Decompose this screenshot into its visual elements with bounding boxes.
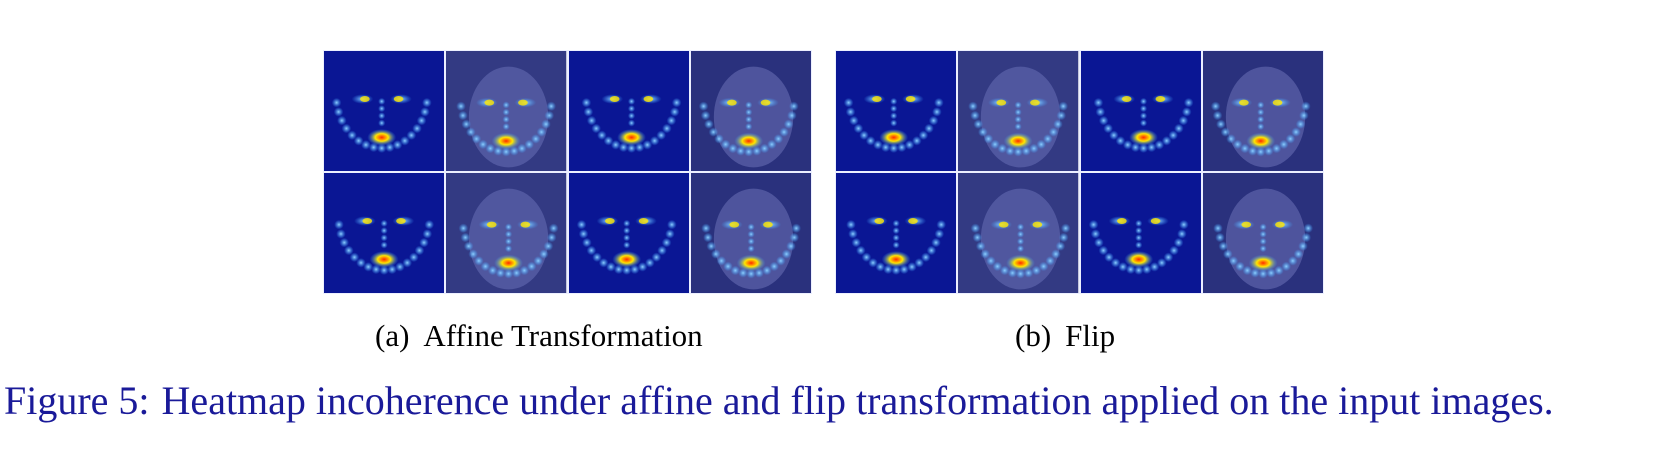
subcaption-flip: (b) Flip [1015, 318, 1115, 354]
heatmap-image [323, 50, 446, 172]
face-heatmap-overlay-image [689, 50, 812, 172]
subcaption-affine: (a) Affine Transformation [375, 318, 703, 354]
heatmap-image [1079, 172, 1202, 294]
subcaption-title: Affine Transformation [423, 318, 703, 353]
face-heatmap-overlay-image [689, 172, 812, 294]
figure-panel-affine [323, 50, 812, 294]
figure-caption-text: Heatmap incoherence under affine and fli… [161, 378, 1554, 423]
face-heatmap-overlay-image [1201, 50, 1324, 172]
figure-caption: Figure 5:Heatmap incoherence under affin… [4, 375, 1634, 427]
subcaption-label: (b) [1015, 318, 1052, 353]
heatmap-image [567, 50, 690, 172]
heatmap-image [835, 50, 958, 172]
face-heatmap-overlay-image [1201, 172, 1324, 294]
face-heatmap-overlay-image [957, 50, 1080, 172]
heatmap-image [835, 172, 958, 294]
face-heatmap-overlay-image [957, 172, 1080, 294]
subcaption-label: (a) [375, 318, 410, 353]
heatmap-image [1079, 50, 1202, 172]
face-heatmap-overlay-image [445, 50, 568, 172]
figure-panel-flip [835, 50, 1324, 294]
heatmap-image [323, 172, 446, 294]
subcaption-title: Flip [1065, 318, 1116, 353]
figure-number: Figure 5: [4, 378, 150, 423]
heatmap-image [567, 172, 690, 294]
face-heatmap-overlay-image [445, 172, 568, 294]
